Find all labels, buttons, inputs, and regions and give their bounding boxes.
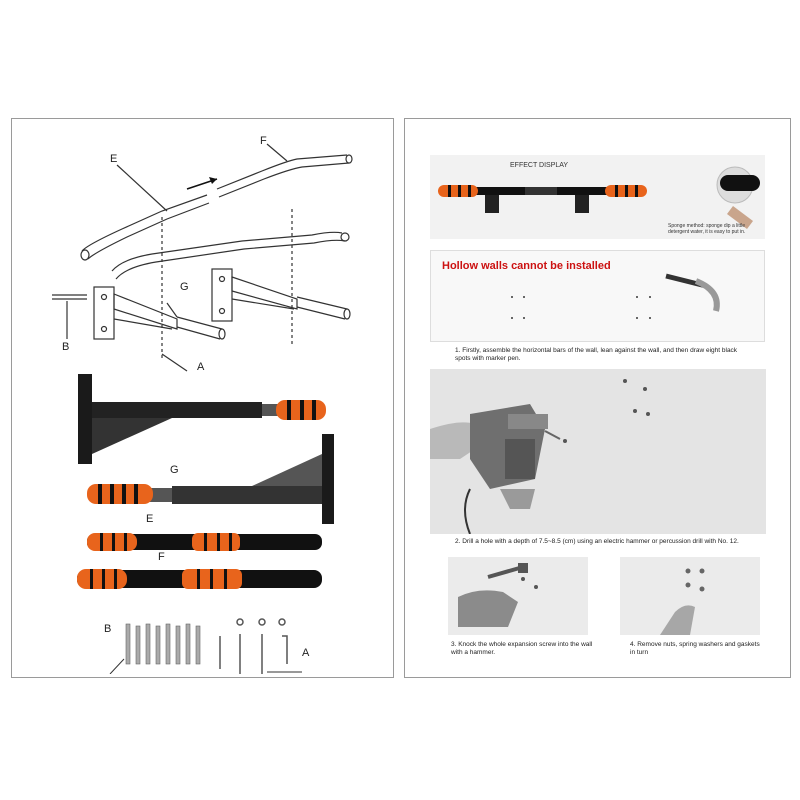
- diagram-label-f: F: [260, 135, 267, 147]
- photo-label-b: B: [104, 623, 112, 635]
- diagram-label-a: A: [197, 361, 205, 373]
- effect-display-title: EFFECT DISPLAY: [510, 162, 569, 169]
- assembly-diagram: [52, 143, 353, 372]
- photo-label-g: G: [170, 464, 179, 476]
- diagram-label-e: E: [110, 153, 118, 165]
- step-1-caption: 1. Firstly, assemble the horizontal bars…: [455, 347, 738, 362]
- left-page: E F G B A: [11, 118, 394, 678]
- photo-label-f: F: [158, 551, 165, 563]
- parts-photo: [77, 374, 334, 674]
- right-page: EFFECT DISPLAY Sponge method: sponge dip…: [404, 118, 791, 678]
- step-3-caption: 3. Knock the whole expansion screw into …: [451, 641, 593, 656]
- step-4-caption: 4. Remove nuts, spring washers and gaske…: [630, 641, 760, 656]
- diagram-label-g: G: [180, 281, 189, 293]
- sponge-method-note: Sponge method: sponge dip a little deter…: [668, 223, 746, 235]
- photo-label-a: A: [302, 647, 310, 659]
- effect-display-photo: EFFECT DISPLAY Sponge method: sponge dip…: [430, 155, 765, 239]
- photo-label-e: E: [146, 513, 154, 525]
- remove-nuts-photo: [620, 557, 760, 635]
- step-2-caption: 2. Drill a hole with a depth of 7.5~8.5 …: [455, 538, 739, 545]
- diagram-label-b: B: [62, 341, 70, 353]
- hollow-wall-warning: Hollow walls cannot be installed: [442, 260, 611, 272]
- hollow-wall-panel: Hollow walls cannot be installed: [430, 250, 765, 342]
- drilling-photo: [430, 369, 766, 534]
- hammer-photo: [448, 557, 588, 635]
